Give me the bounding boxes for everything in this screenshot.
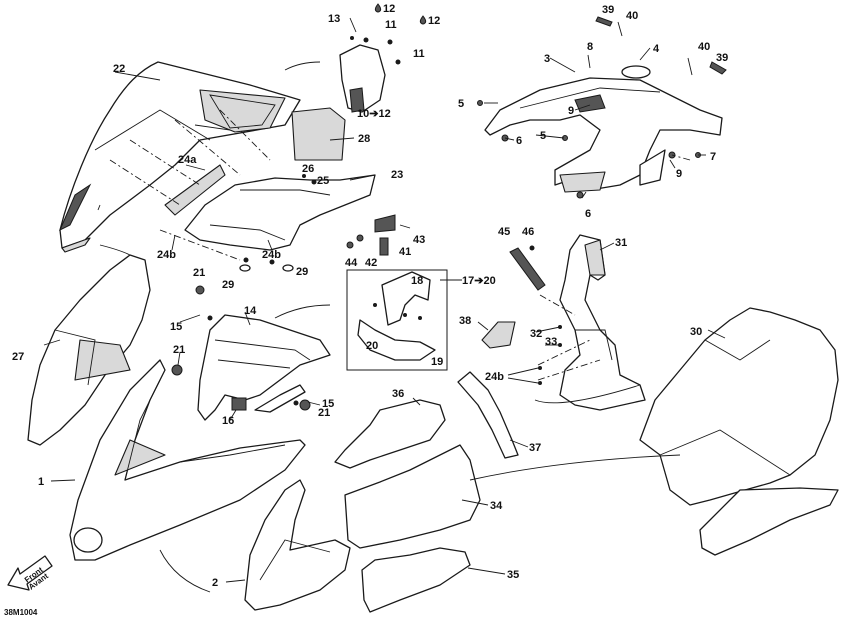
movement-arrows [97,61,681,593]
callout-11a: 11 [385,19,397,31]
callout-10: 10 [357,108,369,120]
part-37-trim [457,371,519,459]
part-14-bracket [197,314,331,421]
callout-21c: 21 [318,407,330,419]
top-hardware [587,16,727,76]
part-23-inner-panel [164,164,376,251]
callout-43: 43 [413,234,425,246]
callout-24b-1: 24b [157,249,176,261]
callout-9b: 9 [676,168,682,180]
callout-21a: 21 [193,267,205,279]
callout-39b: 39 [716,52,728,64]
callout-4: 4 [653,43,660,55]
callout-5a: 5 [458,98,464,110]
callout-38: 38 [459,315,471,327]
hardware-fasteners [171,100,701,411]
callout-14: 14 [244,305,257,317]
callout-18: 18 [411,275,423,287]
callout-34: 34 [490,500,503,512]
callout-20a: 20 [483,275,495,287]
callout-40a: 40 [626,10,638,22]
part-22-side-panel [59,61,301,253]
part-45-strap [509,247,546,291]
callout-19: 19 [431,356,443,368]
callout-5b: 5 [540,130,546,142]
leader-lines [43,17,726,583]
part-35-panel [361,547,471,613]
callout-20b: 20 [366,340,378,352]
callout-37: 37 [529,442,541,454]
range-arrow-17: ➔ [474,275,484,287]
part-1-front-fairing [69,359,306,561]
callout-22: 22 [113,63,125,75]
drop-icon [374,3,382,13]
part-18-inset-assembly [346,269,448,371]
part-36-panel [334,399,446,469]
front-direction-arrow: Front Avant [7,555,53,592]
drawing-code: 38M1004 [4,608,38,617]
callout-2: 2 [212,577,218,589]
callout-12b: 12 [383,3,395,15]
callout-25: 25 [317,175,329,187]
callout-33: 33 [545,336,557,348]
callout-23: 23 [391,169,403,181]
callout-35: 35 [507,569,519,581]
callout-45: 45 [498,226,510,238]
callout-39a: 39 [602,4,614,16]
callout-7: 7 [710,151,716,163]
callout-12a: 12 [378,108,390,120]
part-30-rear-panel [639,307,839,556]
callout-21b: 21 [173,344,185,356]
callout-3: 3 [544,53,550,65]
callout-6b: 6 [585,208,591,220]
callout-46: 46 [522,226,534,238]
callout-42: 42 [365,257,377,269]
part-10-bracket [339,36,401,113]
callout-11b: 11 [413,48,425,60]
callout-6a: 6 [516,135,522,147]
part-27-side-panel [27,254,151,446]
callout-24b-3: 24b [485,371,504,383]
callout-36: 36 [392,388,404,400]
assembly-lines [109,109,691,381]
part-34-panel [344,444,481,549]
callout-40b: 40 [698,41,710,53]
callout-29a: 29 [222,279,234,291]
callout-8: 8 [587,41,593,53]
callout-labels: 1 2 3 4 5 5 6 6 7 8 9 9 10➔12 11 11 12 1… [4,3,728,617]
callout-24b-2: 24b [262,249,281,261]
callout-12c: 12 [428,15,440,27]
callout-17-range: 17➔20 [462,275,496,287]
callout-31: 31 [615,237,627,249]
callout-17: 17 [462,275,474,287]
callout-10-range: 10➔12 [357,108,391,120]
callout-30: 30 [690,326,702,338]
part-31-bracket [559,234,646,411]
callout-16: 16 [222,415,234,427]
part-38-block [481,321,516,349]
callout-24a: 24a [178,154,197,166]
callout-26: 26 [302,163,314,175]
callout-28: 28 [358,133,370,145]
callout-15b: 15 [322,398,334,410]
callout-44: 44 [345,257,358,269]
part-3-top-cover [484,65,723,193]
range-arrow-10: ➔ [369,108,379,120]
part-2-lower-front-panel [244,479,351,611]
callout-9a: 9 [568,105,574,117]
drop-icon [419,15,427,25]
part-28-plate [291,107,346,161]
callout-32: 32 [530,328,542,340]
callout-27: 27 [12,351,24,363]
callout-15a: 15 [170,321,182,333]
callout-13: 13 [328,13,340,25]
callout-41: 41 [399,246,411,258]
callout-1: 1 [38,476,44,488]
callout-29b: 29 [296,266,308,278]
